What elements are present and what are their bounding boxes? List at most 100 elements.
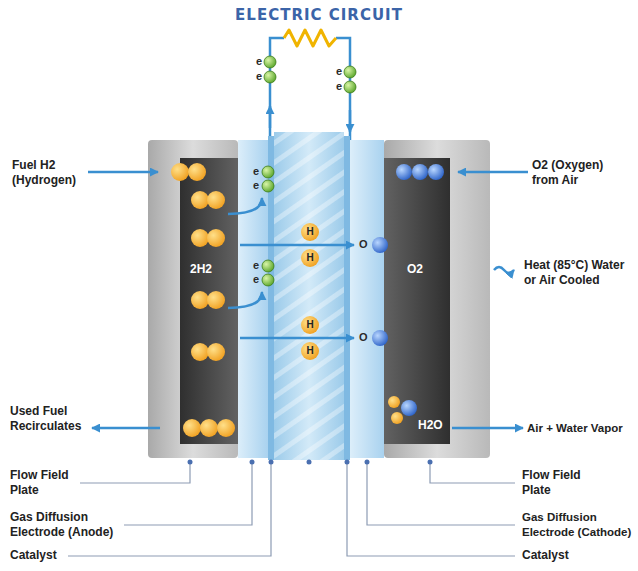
oxygen-label: O <box>359 238 368 250</box>
outlet-label: Used Fuel Recirculates <box>10 404 88 434</box>
resistor-symbol <box>284 30 336 46</box>
hydrogen-molecule <box>191 191 209 209</box>
leader-line <box>124 462 252 525</box>
leader-line <box>68 462 271 556</box>
part-label: Flow Field Plate <box>522 468 592 498</box>
part-label: Flow Field Plate <box>10 468 80 498</box>
flow-arrow <box>92 427 160 430</box>
electrolyte-membrane <box>274 132 344 460</box>
heat-label: Heat (85°C) Water or Air Cooled <box>524 258 634 288</box>
oxygen-atom <box>372 237 388 346</box>
part-label: Gas Diffusion Electrode (Cathode) <box>522 510 634 540</box>
cathode-flow-field-plate <box>384 158 450 444</box>
electron-label: e <box>253 273 259 285</box>
hydrogen-molecule <box>207 191 225 209</box>
oxygen-molecule <box>396 164 444 180</box>
proton <box>301 223 319 360</box>
cathode-flow-field-plate <box>384 140 490 458</box>
leader-line <box>347 462 515 556</box>
anode-flow-field-plate <box>148 140 238 458</box>
electron-label: e <box>256 70 262 82</box>
anode-flow-field-plate <box>148 140 238 458</box>
current-arrow <box>270 106 350 132</box>
proton <box>301 342 319 360</box>
channel-label: O2 <box>407 262 423 276</box>
oxygen-molecule <box>428 164 444 180</box>
oxygen-molecule <box>396 164 412 180</box>
part-label: Catalyst <box>522 548 569 563</box>
hydrogen-molecule <box>207 343 225 361</box>
hydrogen-molecule <box>191 229 209 247</box>
flow-arrow <box>494 267 514 273</box>
electron-label: e <box>336 65 342 77</box>
hydrogen-molecule <box>171 163 235 437</box>
flow-arrow <box>240 337 354 340</box>
proton-label: H <box>301 251 319 265</box>
electrolyte-membrane <box>274 132 344 460</box>
leader-dot <box>188 460 193 465</box>
electron-label: e <box>336 80 342 92</box>
leader-line <box>367 462 515 525</box>
hydrogen-molecule <box>217 419 235 437</box>
electron <box>262 56 356 286</box>
oxygen-atom <box>372 330 388 346</box>
proton-label: H <box>301 225 319 239</box>
oxygen-atom <box>372 237 388 253</box>
leader-dot <box>188 460 433 465</box>
electron <box>264 56 276 68</box>
proton-label: H <box>301 318 319 332</box>
hydrogen-molecule <box>191 343 209 361</box>
hydrogen-molecule <box>171 163 189 181</box>
cathode-electrode <box>350 140 384 458</box>
anode-flow-field-plate <box>180 158 238 444</box>
flow-arrow <box>88 172 528 428</box>
proton <box>301 249 319 267</box>
hydrogen-molecule <box>207 229 225 247</box>
electron-label: e <box>253 259 259 271</box>
current-arrow <box>269 106 272 128</box>
proton <box>301 316 319 334</box>
flow-arrow <box>228 198 262 214</box>
electron <box>262 274 274 286</box>
leader-line <box>68 462 515 556</box>
outlet-label: Air + Water Vapor <box>527 421 623 436</box>
part-label: Gas Diffusion Electrode (Anode) <box>10 510 122 540</box>
proton-label: H <box>301 344 319 358</box>
current-arrow <box>349 110 352 132</box>
electron-label: e <box>256 55 262 67</box>
hydrogen-molecule <box>207 291 225 309</box>
flow-arrow <box>88 171 158 174</box>
leader-dot <box>345 460 350 465</box>
water-molecule <box>388 396 400 408</box>
leader-dot <box>365 460 370 465</box>
electron-label: e <box>253 165 259 177</box>
inlet-label: Fuel H2 (Hydrogen) <box>12 158 86 188</box>
leader-dot <box>428 460 433 465</box>
electron <box>264 71 276 83</box>
channel-label: H2O <box>418 418 443 432</box>
electron <box>262 260 274 272</box>
hydrogen-molecule <box>188 163 206 181</box>
diagram-title: ELECTRIC CIRCUIT <box>0 6 638 24</box>
electron <box>262 180 274 192</box>
channel-label: 2H2 <box>190 262 212 276</box>
electron <box>344 81 356 93</box>
water-molecule <box>388 396 417 424</box>
flow-arrow <box>228 292 262 308</box>
water-molecule <box>401 400 417 416</box>
hydrogen-molecule <box>191 291 209 309</box>
electron <box>344 66 356 78</box>
leader-line <box>430 462 515 483</box>
cathode-flow-field-plate <box>384 140 490 458</box>
electron <box>262 166 274 178</box>
oxygen-label: O <box>359 331 368 343</box>
leader-dot <box>250 460 255 465</box>
electrolyte-membrane <box>274 132 344 460</box>
oxygen-molecule <box>412 164 428 180</box>
cathode-catalyst <box>344 136 350 460</box>
water-molecule <box>391 412 403 424</box>
flow-arrow <box>240 244 354 247</box>
proton <box>301 223 319 241</box>
inlet-label: O2 (Oxygen) from Air <box>532 158 622 188</box>
